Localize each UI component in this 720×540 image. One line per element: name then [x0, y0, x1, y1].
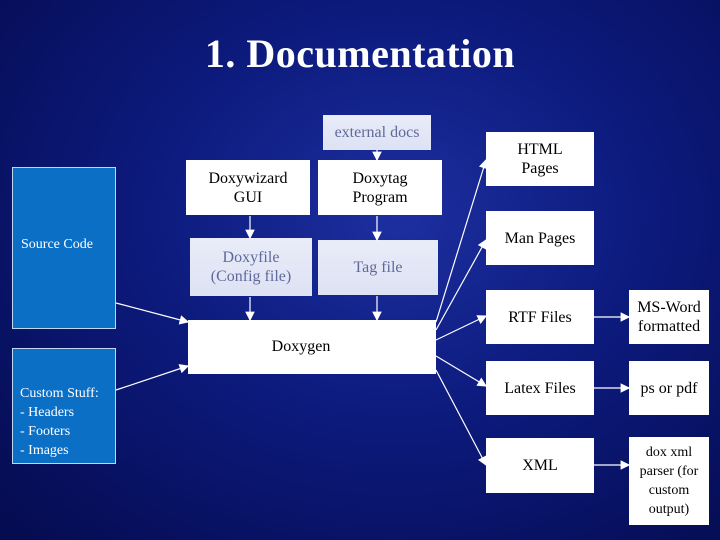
xml-label: XML	[522, 457, 558, 474]
doxytag-label: Doxytag Program	[352, 169, 408, 206]
rtf-files-label: RTF Files	[508, 308, 572, 326]
external-docs-label: external docs	[334, 124, 420, 141]
ms-word-label: MS-Word formatted	[637, 299, 701, 335]
source-code-label: Source Code	[21, 236, 93, 252]
latex-files-label: Latex Files	[504, 379, 576, 397]
dox-xml-parser-box: dox xml parser (for custom output)	[629, 437, 709, 525]
man-pages-label: Man Pages	[504, 229, 576, 247]
tag-file-box: Tag file	[318, 240, 438, 295]
ms-word-box: MS-Word formatted	[629, 290, 709, 344]
custom-stuff-label: Custom Stuff: - Headers - Footers - Imag…	[20, 386, 99, 458]
doxywizard-box: Doxywizard GUI	[186, 160, 310, 215]
man-pages-box: Man Pages	[486, 211, 594, 265]
doxywizard-label: Doxywizard GUI	[208, 169, 288, 206]
doxygen-box: Doxygen	[188, 320, 436, 374]
dox-xml-parser-label: dox xml parser (for custom output)	[639, 445, 699, 517]
external-docs-box: external docs	[323, 115, 431, 150]
doxyfile-label: Doxyfile (Config file)	[210, 249, 292, 285]
source-code-box: Source Code	[12, 167, 116, 329]
slide-title: 1. Documentation	[204, 31, 516, 76]
custom-stuff-box: Custom Stuff: - Headers - Footers - Imag…	[12, 348, 116, 464]
xml-box: XML	[486, 438, 594, 493]
ps-or-pdf-label: ps or pdf	[640, 379, 698, 397]
doxyfile-box: Doxyfile (Config file)	[190, 238, 312, 296]
doxytag-box: Doxytag Program	[318, 160, 442, 215]
html-pages-box: HTML Pages	[486, 132, 594, 186]
latex-files-box: Latex Files	[486, 361, 594, 415]
ps-or-pdf-box: ps or pdf	[629, 361, 709, 415]
doxygen-label: Doxygen	[271, 338, 331, 355]
tag-file-label: Tag file	[353, 259, 403, 276]
rtf-files-box: RTF Files	[486, 290, 594, 344]
html-pages-label: HTML Pages	[517, 141, 563, 177]
